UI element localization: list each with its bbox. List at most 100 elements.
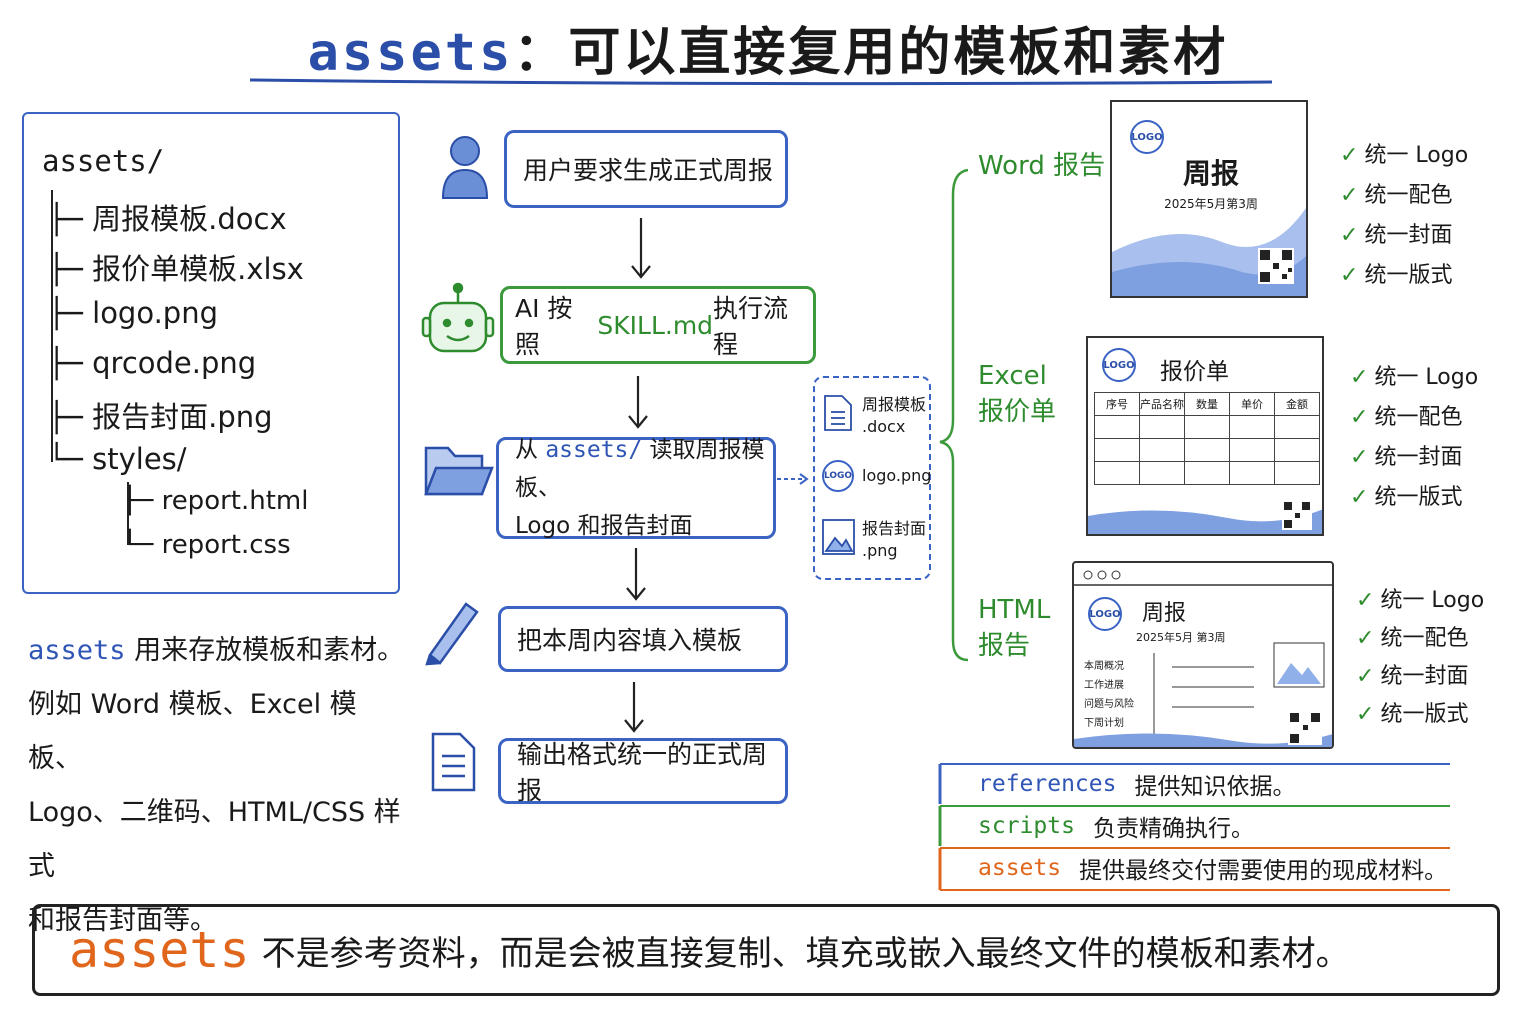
flow-step2-c: 执行流程 (713, 294, 789, 359)
word-report-card: LOGO 周报 2025年5月第3周 (1110, 100, 1308, 298)
tree-item-docx: ├─ 周报模板.docx (48, 202, 287, 236)
flow-arrows (624, 218, 651, 733)
excel-table-row (1094, 438, 1320, 462)
html-menu-item: 本周概况 (1084, 661, 1124, 672)
check-icon: ✓ (1356, 664, 1375, 689)
excel-card-qrcode (1282, 500, 1312, 530)
desc-line1: 用来存放模板和素材。 (125, 635, 405, 666)
tree-item-report-html: ├─ report.html (122, 486, 309, 516)
check-item: 统一版式 (1364, 263, 1453, 288)
html-label-line2: 报告 (978, 631, 1031, 661)
flow-step5-text: 输出格式统一的正式周报 (517, 740, 768, 805)
html-card-qrcode (1288, 711, 1322, 745)
flow-step-fill-template: 把本周内容填入模板 (498, 606, 788, 672)
tree-item-styles: └─ styles/ (48, 442, 187, 476)
word-card-title: 周报 (1182, 157, 1239, 190)
html-card-chrome (1074, 570, 1332, 747)
word-card-logo: LOGO (1130, 120, 1164, 154)
excel-label: Excel 报价单 (978, 358, 1056, 430)
excel-quote-card: LOGO 报价单 序号 产品名称 数量 单价 金额 (1086, 336, 1324, 536)
tree-item-xlsx: ├─ 报价单模板.xlsx (48, 252, 304, 286)
file-docx-ext: .docx (862, 417, 906, 436)
file-logo-icon: LOGO (822, 460, 854, 492)
html-card-menu: 本周概况 工作进展 问题与风险 下周计划 (1084, 657, 1134, 733)
flow-step2-skill: SKILL.md (597, 310, 714, 340)
flow-step2-a: AI 按照 (515, 294, 573, 359)
flow-step4-text: 把本周内容填入模板 (517, 626, 743, 655)
word-report-label: Word 报告 (978, 151, 1106, 181)
html-report-card: LOGO 周报 2025年5月 第3周 本周概况 工作进展 问题与风险 下周计划 (1072, 561, 1334, 749)
output-brace (939, 168, 969, 662)
excel-table-row (1094, 461, 1320, 485)
flow-step-ai-skill: AI 按照 SKILL.md 执行流程 (500, 286, 816, 364)
check-icon: ✓ (1350, 365, 1369, 390)
desc-line3: Logo、二维码、HTML/CSS 样式 (28, 797, 401, 882)
check-icon: ✓ (1350, 445, 1369, 470)
check-item: 统一配色 (1374, 405, 1463, 430)
legend-key: assets (978, 855, 1062, 881)
word-card-date: 2025年5月第3周 (1164, 197, 1258, 211)
check-icon: ✓ (1340, 263, 1359, 288)
summary-text: 不是参考资料，而是会被直接复制、填充或嵌入最终文件的模板和素材。 (261, 933, 1350, 974)
excel-header-cell: 数量 (1184, 392, 1230, 416)
flow-step-read-assets: 从 assets/ 读取周报模板、 Logo 和报告封面 (496, 437, 776, 539)
html-menu-item: 下周计划 (1084, 718, 1124, 729)
tree-item-cover: ├─ 报告封面.png (48, 400, 273, 434)
tree-root: assets/ (42, 144, 165, 178)
flow-step-output: 输出格式统一的正式周报 (498, 738, 788, 805)
excel-label-line2: 报价单 (978, 397, 1057, 427)
user-icon (441, 136, 489, 199)
flow-step3-d: Logo 和报告封面 (515, 513, 693, 539)
html-menu-item: 工作进展 (1084, 680, 1124, 691)
html-menu-item: 问题与风险 (1084, 699, 1134, 710)
check-icon: ✓ (1340, 183, 1359, 208)
check-item: 统一配色 (1380, 626, 1469, 651)
check-icon: ✓ (1356, 702, 1375, 727)
check-icon: ✓ (1340, 143, 1359, 168)
legend-text: 提供知识依据。 (1134, 774, 1296, 800)
check-item: 统一封面 (1364, 223, 1453, 248)
desc-line4: 和报告封面等。 (28, 905, 217, 936)
excel-card-title: 报价单 (1160, 359, 1229, 385)
page-title: assets：可以直接复用的模板和素材 (0, 10, 1536, 85)
check-icon: ✓ (1356, 626, 1375, 651)
word-card-qrcode (1258, 248, 1294, 284)
flow-step3-c: 读取周报模板、 (515, 437, 765, 501)
word-checklist: ✓统一 Logo ✓统一配色 ✓统一封面 ✓统一版式 (1340, 136, 1468, 296)
excel-card-logo: LOGO (1102, 348, 1136, 382)
tree-item-qrcode: ├─ qrcode.png (48, 346, 257, 380)
word-card-wave (1112, 207, 1306, 296)
title-underline (249, 78, 1273, 86)
assets-description: assets 用来存放模板和素材。 例如 Word 模板、Excel 模板、 L… (28, 624, 408, 948)
excel-label-line1: Excel (978, 361, 1047, 391)
title-rest: 可以直接复用的模板和素材 (568, 23, 1229, 83)
excel-checklist: ✓统一 Logo ✓统一配色 ✓统一封面 ✓统一版式 (1350, 358, 1478, 518)
check-item: 统一版式 (1374, 485, 1463, 510)
flow-step3-assets: assets/ (545, 437, 643, 463)
check-icon: ✓ (1340, 223, 1359, 248)
html-label-line1: HTML (978, 595, 1051, 625)
check-icon: ✓ (1356, 588, 1375, 613)
check-item: 统一封面 (1374, 445, 1463, 470)
title-colon: ： (513, 23, 569, 83)
html-card-title: 周报 (1142, 601, 1187, 626)
excel-card-table: 序号 产品名称 数量 单价 金额 (1094, 392, 1320, 485)
html-card-date: 2025年5月 第3周 (1136, 631, 1226, 644)
html-checklist: ✓统一 Logo ✓统一配色 ✓统一封面 ✓统一版式 (1356, 582, 1484, 734)
check-icon: ✓ (1350, 405, 1369, 430)
files-panel (813, 376, 931, 580)
file-cover-label: 报告封面 .png (862, 518, 926, 562)
title-keyword: assets (307, 23, 514, 83)
check-icon: ✓ (1350, 485, 1369, 510)
flow-step1-text: 用户要求生成正式周报 (523, 156, 774, 185)
folder-icon (424, 446, 494, 496)
flow-step-user-request: 用户要求生成正式周报 (504, 130, 788, 208)
check-item: 统一封面 (1380, 664, 1469, 689)
file-docx-label: 周报模板 .docx (862, 394, 926, 438)
check-item: 统一 Logo (1374, 365, 1479, 390)
